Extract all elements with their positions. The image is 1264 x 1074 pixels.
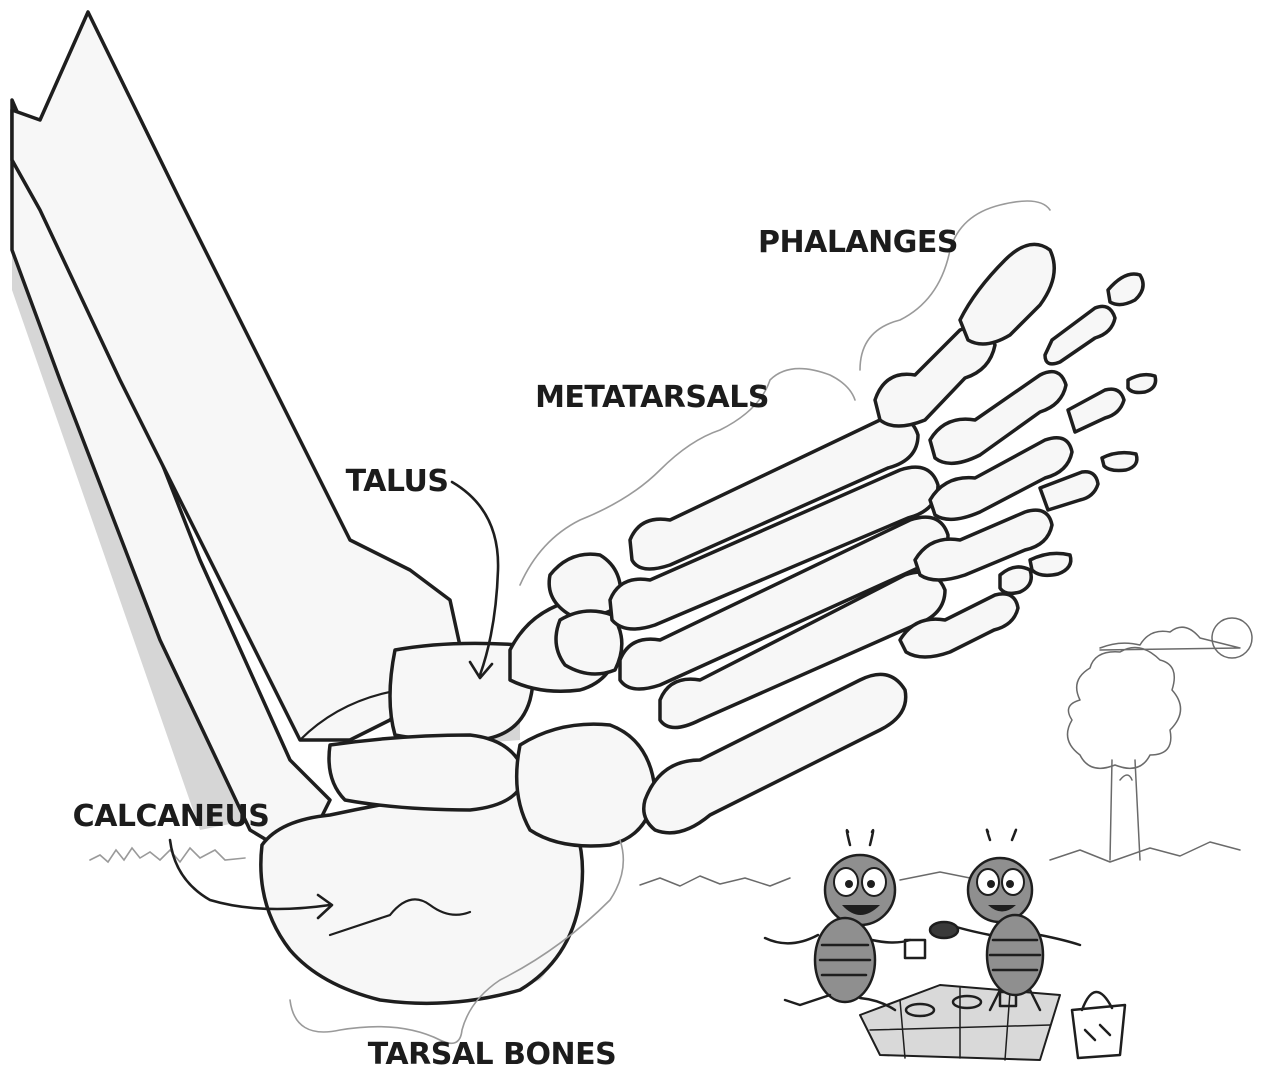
- label-talus: TALUS: [346, 464, 449, 499]
- label-calcaneus: CALCANEUS: [73, 799, 270, 834]
- cuneiform-bones: [510, 554, 622, 691]
- sun: [1100, 618, 1252, 658]
- metatarsal-bones: [610, 417, 948, 833]
- picnic-basket: [1072, 992, 1125, 1058]
- navicular-bone: [329, 735, 525, 810]
- ground-line: [640, 842, 1240, 886]
- label-metatarsals: METATARSALS: [535, 380, 769, 415]
- label-phalanges: PHALANGES: [758, 225, 958, 260]
- grass-left: [90, 848, 245, 862]
- cuboid-bone: [517, 724, 655, 846]
- bug-left: [765, 830, 925, 1010]
- label-tarsal-bones: TARSAL BONES: [368, 1037, 616, 1072]
- tree: [1068, 648, 1181, 861]
- picnic-blanket: [860, 985, 1060, 1060]
